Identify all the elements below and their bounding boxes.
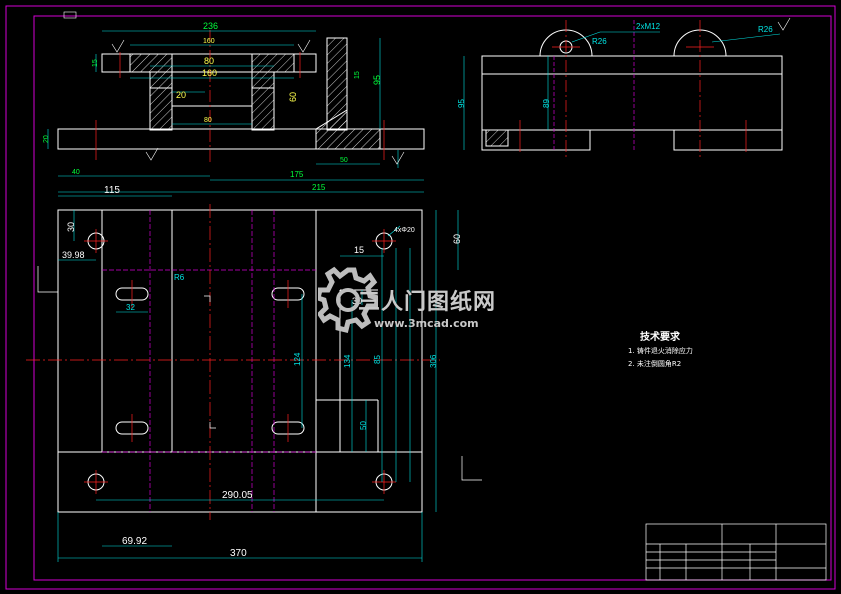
dim-115: 115 bbox=[104, 185, 120, 196]
plan-dim-texts: 115 30 39.98 4xΦ20 60 15 30 R6 32 124 13… bbox=[62, 185, 462, 559]
outer-border bbox=[5, 5, 836, 590]
dim-side-89: 89 bbox=[542, 99, 551, 108]
dim-370: 370 bbox=[230, 548, 247, 559]
dim-r6: R6 bbox=[174, 273, 185, 282]
dim-306: 306 bbox=[429, 354, 438, 368]
plan-dim-lines bbox=[57, 195, 459, 562]
title-block bbox=[645, 523, 827, 581]
border-tag bbox=[63, 11, 77, 19]
watermark-url: www.3mcad.com bbox=[374, 317, 479, 330]
dim-r26-left: R26 bbox=[592, 37, 607, 46]
dim-85: 85 bbox=[373, 355, 382, 364]
roughness-symbols bbox=[111, 17, 791, 165]
dim-32: 32 bbox=[126, 303, 135, 312]
notes-title: 技术要求 bbox=[640, 332, 680, 343]
dim-2xm12: 2xM12 bbox=[636, 22, 661, 31]
dim-50: 50 bbox=[340, 157, 348, 164]
dim-39-98: 39.98 bbox=[62, 250, 85, 260]
dim-60-plan: 60 bbox=[452, 234, 462, 244]
side-dim-lines bbox=[463, 31, 781, 150]
front-view bbox=[57, 37, 425, 150]
dim-69-92: 69.92 bbox=[122, 536, 147, 547]
side-hidden-lines bbox=[553, 20, 635, 150]
side-center-lines bbox=[519, 20, 747, 160]
watermark-brand: 三人门图纸网 bbox=[358, 290, 497, 315]
side-dim-texts: 2xM12 R26 R26 95 89 bbox=[457, 22, 773, 108]
dim-4xphi20: 4xΦ20 bbox=[394, 227, 415, 234]
dim-15-plan: 15 bbox=[354, 245, 364, 255]
notes-line-1: 1. 铸件退火消除应力 bbox=[628, 347, 693, 355]
dim-95: 95 bbox=[372, 75, 382, 85]
dim-215: 215 bbox=[312, 183, 326, 192]
dim-20-base: 20 bbox=[43, 135, 50, 143]
dim-236: 236 bbox=[203, 21, 218, 31]
technical-notes: 技术要求 1. 铸件退火消除应力 2. 未注倒圆角R2 bbox=[628, 328, 693, 369]
dim-175: 175 bbox=[290, 170, 304, 179]
inner-border bbox=[33, 15, 832, 581]
dim-80-bottom: 80 bbox=[204, 117, 212, 124]
dim-124: 124 bbox=[293, 352, 302, 366]
dim-160-mid: 160 bbox=[202, 68, 217, 78]
dim-40: 40 bbox=[72, 169, 80, 176]
dim-80-top: 80 bbox=[204, 56, 214, 66]
dim-15-riser: 15 bbox=[354, 71, 361, 79]
dim-r26-right: R26 bbox=[758, 25, 773, 34]
watermark: 三人门图纸网 www.3mcad.com bbox=[318, 260, 523, 338]
plan-view bbox=[57, 209, 423, 513]
notes-line-2: 2. 未注倒圆角R2 bbox=[628, 360, 682, 368]
dim-60: 60 bbox=[288, 92, 298, 102]
plan-hidden-lines bbox=[102, 210, 316, 512]
front-center-lines bbox=[95, 30, 385, 165]
watermark-gear-icon bbox=[318, 266, 378, 334]
front-dim-texts: 236 160 80 160 15 20 60 80 95 15 50 175 … bbox=[43, 21, 382, 192]
view-markers bbox=[37, 266, 482, 481]
dim-290-05: 290.05 bbox=[222, 490, 253, 501]
side-view bbox=[481, 29, 783, 151]
dim-30: 30 bbox=[66, 222, 76, 232]
dim-side-95: 95 bbox=[457, 99, 466, 108]
plan-center-lines bbox=[26, 204, 440, 520]
dim-50-plan: 50 bbox=[359, 421, 368, 430]
front-dim-lines bbox=[47, 30, 424, 193]
dim-20: 20 bbox=[176, 90, 186, 100]
dim-15-flange: 15 bbox=[92, 59, 99, 67]
dim-134: 134 bbox=[343, 354, 352, 368]
dim-160-top: 160 bbox=[203, 38, 215, 45]
